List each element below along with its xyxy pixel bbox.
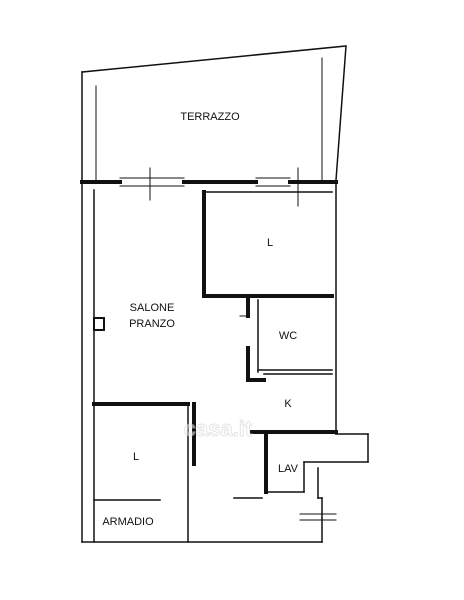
terrace-wall [80,167,338,207]
terrace-outline [81,45,347,181]
wc-walls [239,294,333,382]
room-label-laundry: LAV [278,463,299,475]
bedroom-bottom-walls [92,402,196,543]
room-label-wardrobe: ARMADIO [102,516,154,528]
room-label-terrace: TERRAZZO [180,111,240,123]
column [93,317,105,331]
room-label-bedroom-bottom: L [133,451,139,463]
room-label-living-line1: SALONE [130,302,175,314]
kitchen-walls [246,373,369,463]
room-label-kitchen: K [284,398,292,410]
laundry-walls [233,434,369,499]
bedroom-top-walls [202,190,334,298]
room-label-wc: WC [279,330,297,342]
outer-walls [81,181,337,543]
room-label-living-line2: PRANZO [129,318,175,330]
room-label-bedroom-top: L [267,237,273,249]
watermark: casa.it [184,416,253,441]
